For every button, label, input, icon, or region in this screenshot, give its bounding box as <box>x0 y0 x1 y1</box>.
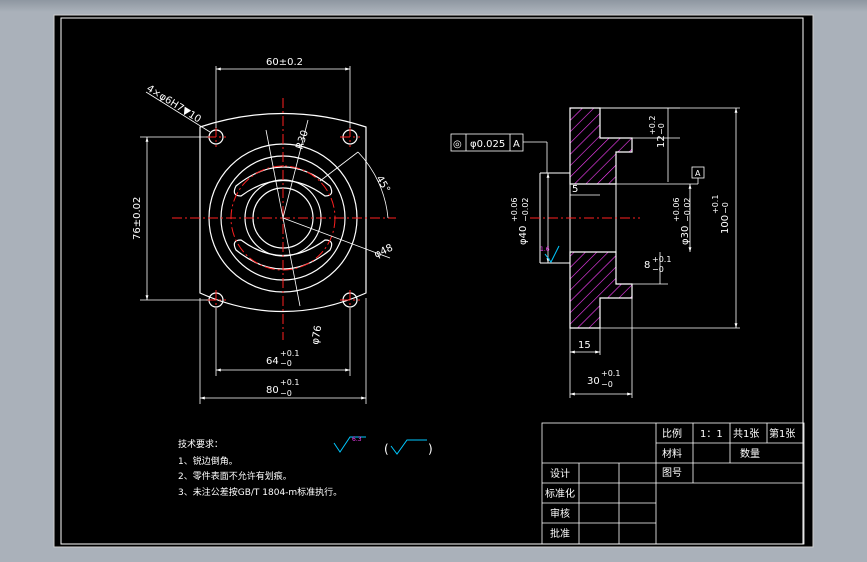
tol-datum: A <box>513 139 520 150</box>
notes-line3: 3、未注公差按GB/T 1804-m标准执行。 <box>178 486 342 498</box>
default-roughness: 6.3 ( ) <box>333 436 433 456</box>
title-block-texts: 比例 1：1 共1张 第1张 材料 数量 图号 设计 标准化 审核 批准 <box>545 427 795 540</box>
paren-open: ( <box>384 442 389 456</box>
tb-drawing-no-label: 图号 <box>662 467 682 479</box>
dim-phi40-tol-up: +0.06 <box>510 197 519 222</box>
notes-line2: 2、零件表面不允许有划痕。 <box>178 470 292 482</box>
dim-phi30: φ30 <box>680 226 691 245</box>
dim-100-tol-low: −0 <box>721 202 730 214</box>
dim-100-tol-up: +0.1 <box>711 195 720 214</box>
tb-approve-label: 批准 <box>550 527 570 540</box>
dim-80: 80 <box>266 385 279 396</box>
dim-15: 15 <box>578 340 591 351</box>
dim-30-tol-up: +0.1 <box>601 369 620 378</box>
dim-phi76: φ76 <box>310 325 324 346</box>
tb-sheet-num: 第1张 <box>769 427 795 440</box>
dim-100: 100 <box>720 215 731 234</box>
dim-30: 30 <box>587 376 600 387</box>
front-view-dimensions <box>140 66 391 404</box>
dim-5: 5 <box>572 184 578 195</box>
dim-phi40-tol-low: −0.02 <box>521 197 530 222</box>
dim-64-tol-up: +0.1 <box>280 349 299 358</box>
tb-designer-label: 设计 <box>550 467 570 480</box>
dim-phi30-tol-up: +0.06 <box>672 197 681 222</box>
dim-30-tol-low: −0 <box>601 380 613 389</box>
dim-12: 12 <box>656 135 667 148</box>
tb-standardization-label: 标准化 <box>545 487 575 500</box>
tb-quantity-label: 数量 <box>740 447 760 460</box>
section-upper-hatch <box>569 107 633 185</box>
dim-phi40: φ40 <box>518 226 529 245</box>
dim-64-tol-low: −0 <box>280 359 292 368</box>
dim-8: 8 <box>644 260 650 271</box>
section-view-dimensions <box>450 107 740 398</box>
datum-label: A <box>695 169 701 178</box>
drawing-paper <box>53 14 814 548</box>
technical-notes: 技术要求： 1、锐边倒角。 2、零件表面不允许有划痕。 3、未注公差按GB/T … <box>178 438 342 498</box>
notes-line1: 1、锐边倒角。 <box>178 455 238 467</box>
dim-8-tol-low: −0 <box>652 265 664 274</box>
drawing-inner-frame <box>60 17 804 545</box>
dim-12-tol-up: +0.2 <box>648 116 657 135</box>
dim-64: 64 <box>266 356 279 367</box>
dim-80-tol-low: −0 <box>280 389 292 398</box>
roughness-default-value: 6.3 <box>352 436 362 443</box>
dim-80-tol-up: +0.1 <box>280 378 299 387</box>
paren-close: ) <box>428 442 433 456</box>
tb-sheets-total: 共1张 <box>733 428 759 440</box>
window-top-strip <box>0 0 867 12</box>
roughness-value: 1.6 <box>540 246 550 253</box>
dim-phi30-tol-low: −0.02 <box>683 197 692 222</box>
roughness-symbol-default <box>333 436 366 453</box>
dim-60: 60±0.2 <box>266 57 303 68</box>
roughness-symbol-paren <box>390 439 427 455</box>
section-view-texts: ◎ φ0.025 A A 12 +0.2 −0 5 φ40 +0.06 −0.0… <box>453 116 731 389</box>
tb-scale-value: 1：1 <box>700 429 723 440</box>
dim-76: 76±0.02 <box>132 197 143 240</box>
dim-8-tol-up: +0.1 <box>652 255 671 264</box>
slot-lower <box>233 239 333 270</box>
dim-12-tol-low: −0 <box>657 123 666 135</box>
plate-outline <box>199 112 367 313</box>
tol-symbol: ◎ <box>453 139 462 150</box>
tol-value: φ0.025 <box>470 139 505 150</box>
tb-review-label: 审核 <box>550 507 570 520</box>
title-block <box>541 422 805 545</box>
tb-scale-label: 比例 <box>662 427 682 440</box>
notes-title: 技术要求： <box>178 438 223 450</box>
roughness-symbol-section <box>544 245 560 263</box>
slot-upper <box>233 166 333 197</box>
tb-material-label: 材料 <box>662 447 682 460</box>
